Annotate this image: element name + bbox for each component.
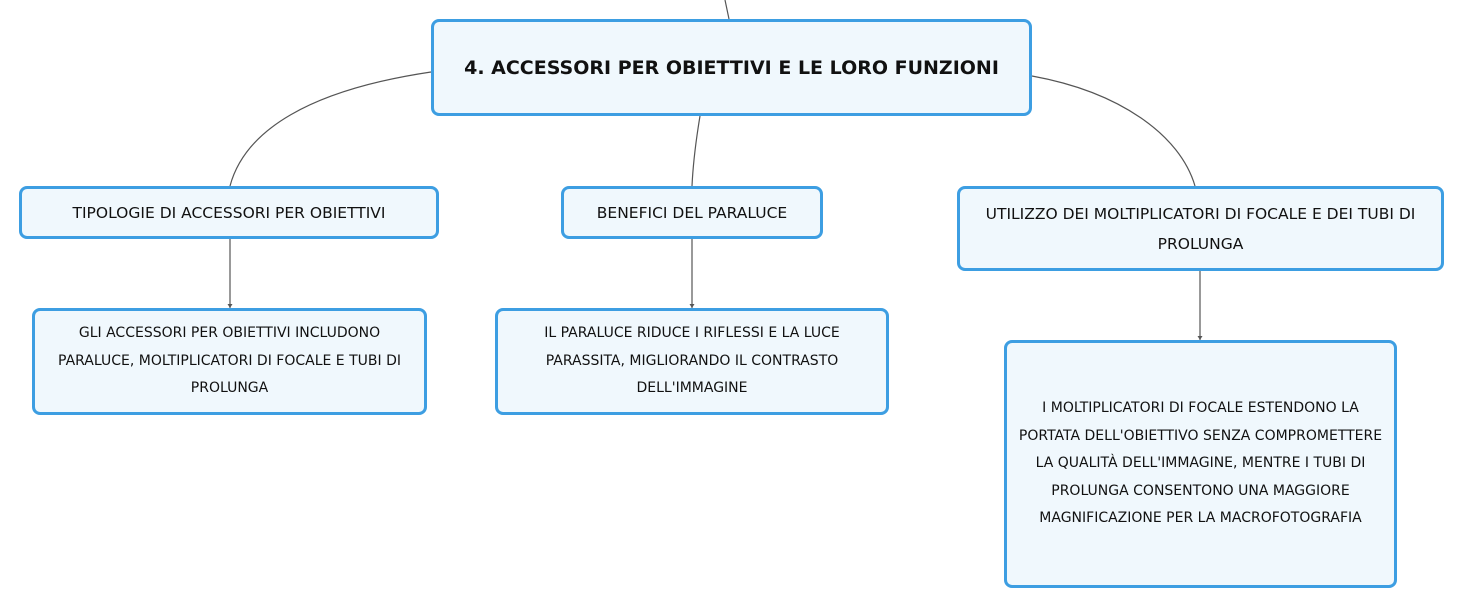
branch-topic-label: TIPOLOGIE DI ACCESSORI PER OBIETTIVI (72, 203, 386, 222)
branch-topic-label: BENEFICI DEL PARALUCE (596, 203, 788, 222)
detail-topic-benefici[interactable]: IL PARALUCE RIDUCE I RIFLESSI E LA LUCE … (495, 308, 889, 415)
connector-central-to-branch-2 (691, 115, 701, 187)
central-topic[interactable]: 4. ACCESSORI PER OBIETTIVI E LE LORO FUN… (431, 19, 1032, 116)
detail-topic-text: I MOLTIPLICATORI DI FOCALE ESTENDONO LA … (1018, 400, 1383, 527)
connector-central-to-branch-1 (229, 71, 432, 187)
connector-arrowhead (227, 304, 233, 308)
branch-topic-utilizzo[interactable]: UTILIZZO DEI MOLTIPLICATORI DI FOCALE E … (957, 186, 1444, 271)
branch-topic-label: UTILIZZO DEI MOLTIPLICATORI DI FOCALE E … (985, 204, 1416, 253)
connector-arrowhead (689, 304, 695, 308)
central-topic-title: 4. ACCESSORI PER OBIETTIVI E LE LORO FUN… (464, 56, 999, 79)
branch-topic-tipologie[interactable]: TIPOLOGIE DI ACCESSORI PER OBIETTIVI (19, 186, 439, 239)
branch-topic-benefici[interactable]: BENEFICI DEL PARALUCE (561, 186, 823, 239)
connector-parent-to-central (724, 0, 730, 20)
connector-central-to-branch-3 (1031, 75, 1196, 187)
detail-topic-utilizzo[interactable]: I MOLTIPLICATORI DI FOCALE ESTENDONO LA … (1004, 340, 1397, 588)
detail-topic-text: IL PARALUCE RIDUCE I RIFLESSI E LA LUCE … (544, 325, 840, 397)
detail-topic-tipologie[interactable]: GLI ACCESSORI PER OBIETTIVI INCLUDONO PA… (32, 308, 427, 415)
connector-arrowhead (1197, 336, 1203, 340)
detail-topic-text: GLI ACCESSORI PER OBIETTIVI INCLUDONO PA… (58, 325, 401, 397)
